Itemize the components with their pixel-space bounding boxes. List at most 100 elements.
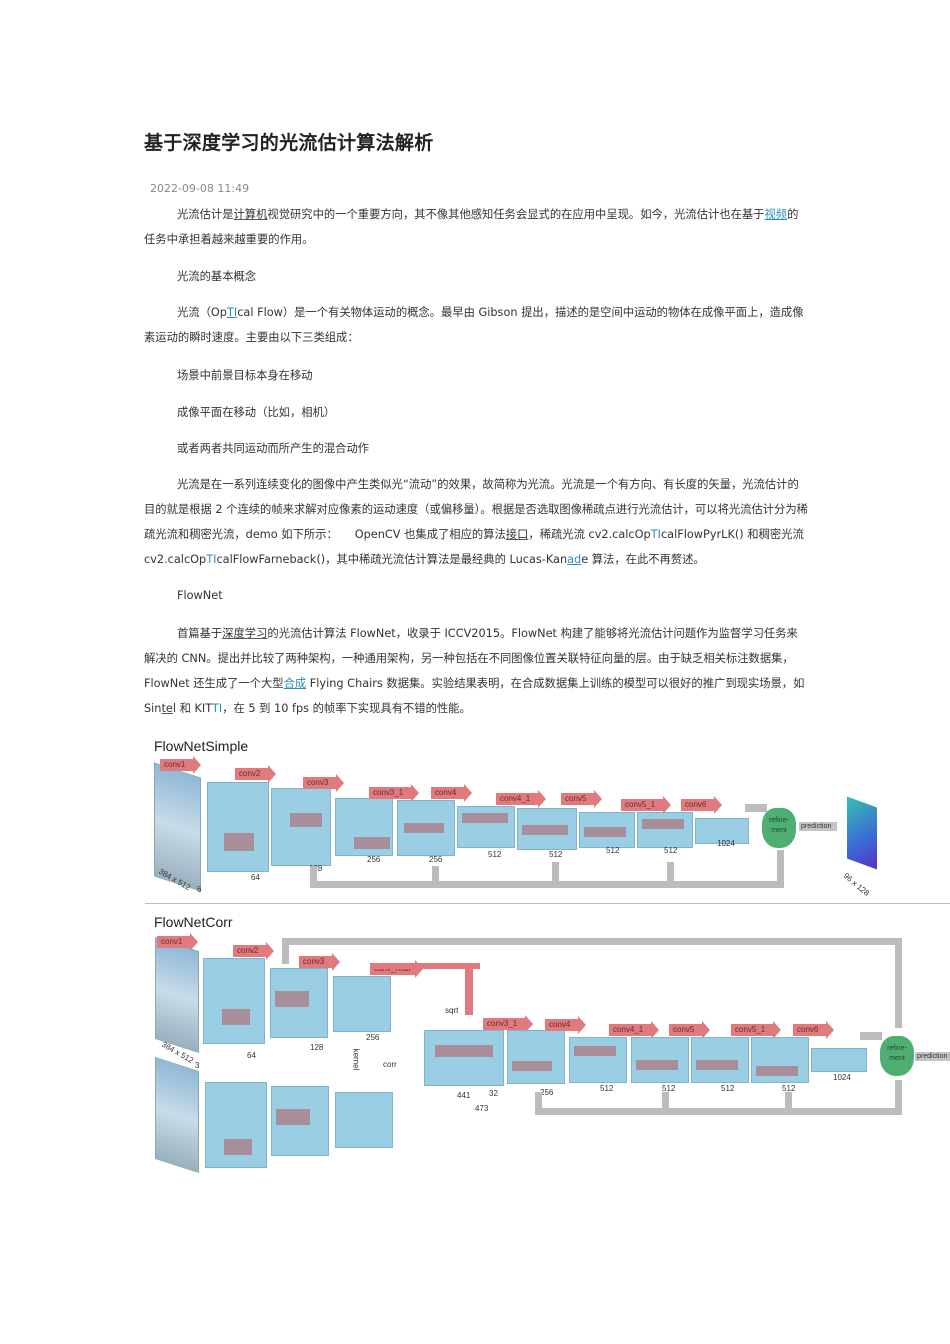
feature-cube (333, 976, 391, 1032)
text: ，稀疏光流 cv2.calcOp (528, 528, 651, 541)
dim-label: 512 (600, 1084, 614, 1093)
dim-label: 256 (367, 855, 381, 864)
dim-label: 64 (247, 1051, 256, 1060)
feature-cube (397, 800, 455, 856)
refinement-block: refine-ment (880, 1036, 914, 1076)
text: 的任务中承担着越来越重要的作用。 (144, 208, 799, 246)
text: calFlowPyrLK() 和稠密光流 cv2.calcOp (144, 528, 804, 566)
link-te[interactable]: te (161, 702, 173, 715)
list-item: 场景中前景目标本身在移动 (177, 369, 313, 382)
conv-redir-arrow (465, 963, 473, 1015)
list-item: 成像平面在移动（比如，相机） (177, 406, 336, 419)
feature-cube (579, 812, 635, 848)
layer-tag: conv5 (669, 1021, 711, 1039)
skip-connection (785, 1092, 792, 1112)
layer-tag: conv5_1 (621, 796, 672, 814)
paragraph-optical-flow: 光流（OpTIcal Flow）是一个有关物体运动的概念。最早由 Gibson … (144, 300, 808, 350)
refinement-block: refine-ment (762, 808, 796, 848)
skip-connection (552, 862, 559, 886)
feature-cube (811, 1048, 867, 1072)
skip-connection (777, 850, 784, 886)
skip-connection (432, 866, 439, 886)
feature-cube (207, 782, 269, 872)
skip-connection (895, 1080, 902, 1115)
layer-tag: conv1 (157, 933, 199, 951)
feature-cube (517, 808, 577, 850)
dim-label: 512 (782, 1084, 796, 1093)
list-item: 或者两者共同运动而所产生的混合动作 (177, 442, 370, 455)
layer-tag: conv1 (160, 756, 202, 774)
prediction-arrow: prediction (799, 822, 838, 831)
dim-label: 512 (664, 846, 678, 855)
dim-label: 1024 (717, 839, 735, 848)
text: Flying Chairs 数据集。实验结果表明，在合成数据集上训练的模型可以很… (144, 677, 805, 715)
skip-connection (535, 1108, 902, 1115)
text: cal Flow）是一个有关物体运动的概念。最早由 Gibson 提出，描述的是… (144, 306, 804, 344)
dim-label: 512 (662, 1084, 676, 1093)
layer-tag: conv2 (235, 765, 277, 783)
ti-text: TI (211, 702, 223, 715)
layer-tag: conv3 (303, 774, 345, 792)
dim-label: 473 (475, 1104, 489, 1113)
text: 光流估计是 (177, 208, 234, 221)
link-interface[interactable]: 接口 (505, 528, 529, 541)
link-video[interactable]: 视频 (764, 208, 788, 221)
feature-cube (507, 1030, 565, 1084)
layer-tag: conv3_1 (369, 784, 420, 802)
flow-arrow (860, 1032, 882, 1040)
feature-cube (270, 968, 328, 1038)
ti-text: TI (650, 528, 661, 541)
layer-tag: conv5_1 (731, 1021, 782, 1039)
link-ad[interactable]: ad (567, 553, 582, 566)
skip-connection (310, 881, 784, 888)
dim-label: 3 (195, 1061, 200, 1070)
layer-tag: conv4 (431, 784, 473, 802)
layer-tag: conv3 (299, 953, 341, 971)
ti-text: TI (206, 553, 217, 566)
layer-tag: conv5 (561, 790, 603, 808)
dim-label: 128 (310, 1043, 324, 1052)
dim-label: 512 (549, 850, 563, 859)
layer-tag: conv3_1 (483, 1015, 534, 1033)
flow-arrow (745, 804, 767, 812)
dim-label: 512 (606, 846, 620, 855)
article-title: 基于深度学习的光流估计算法解析 (144, 132, 434, 154)
heading-basic-concept: 光流的基本概念 (177, 270, 257, 283)
article-date: 2022-09-08 11:49 (150, 182, 250, 195)
feature-cube (457, 806, 515, 848)
paragraph-intro: 光流估计是计算机视觉研究中的一个重要方向，其不像其他感知任务会显式的在应用中呈现… (144, 202, 808, 252)
diagram-separator (145, 903, 950, 904)
flownet-corr-label: FlowNetCorr (154, 914, 233, 930)
feature-cube (335, 798, 393, 856)
skip-connection (535, 1092, 542, 1112)
sqrt-label: sqrt (445, 1006, 459, 1015)
feature-cube (691, 1037, 749, 1083)
skip-connection (282, 938, 289, 964)
corr-label: corr (383, 1060, 397, 1069)
concat-cube (424, 1030, 504, 1086)
dim-label: 512 (488, 850, 502, 859)
skip-connection (282, 938, 902, 945)
feature-cube (271, 788, 331, 866)
dim-label: 256 (540, 1088, 554, 1097)
feature-cube (335, 1092, 393, 1148)
layer-tag: conv4_1 (496, 790, 547, 808)
input-image-2 (155, 1056, 199, 1174)
text: e 算法，在此不再赘述。 (581, 553, 705, 566)
link-deep-learning[interactable]: 深度学习 (222, 627, 268, 640)
kernel-label: kernel (351, 1048, 361, 1071)
dim-label: 96 x 128 (841, 871, 872, 898)
skip-connection (662, 1092, 669, 1112)
flownet-architecture-diagram: FlowNetSimple conv1 conv2 conv3 conv3_1 … (145, 730, 950, 1174)
link-computer[interactable]: 计算机 (233, 208, 268, 221)
paragraph-flownet: 首篇基于深度学习的光流估计算法 FlowNet，收录于 ICCV2015。Flo… (144, 621, 808, 721)
text: 光流是在一系列连续变化的图像中产生类似光“流动”的效果，故简称为光流。光流是一个… (144, 478, 808, 541)
dim-label: 512 (721, 1084, 735, 1093)
dim-label: 441 (457, 1091, 471, 1100)
text: calFlowFarneback()，其中稀疏光流估计算法是最经典的 Lucas… (216, 553, 568, 566)
link-synthetic[interactable]: 合成 (283, 677, 307, 690)
flow-output-image (847, 796, 877, 870)
link-ti[interactable]: TI (226, 306, 238, 319)
prediction-arrow: prediction (915, 1052, 950, 1061)
input-image-1 (155, 936, 199, 1054)
